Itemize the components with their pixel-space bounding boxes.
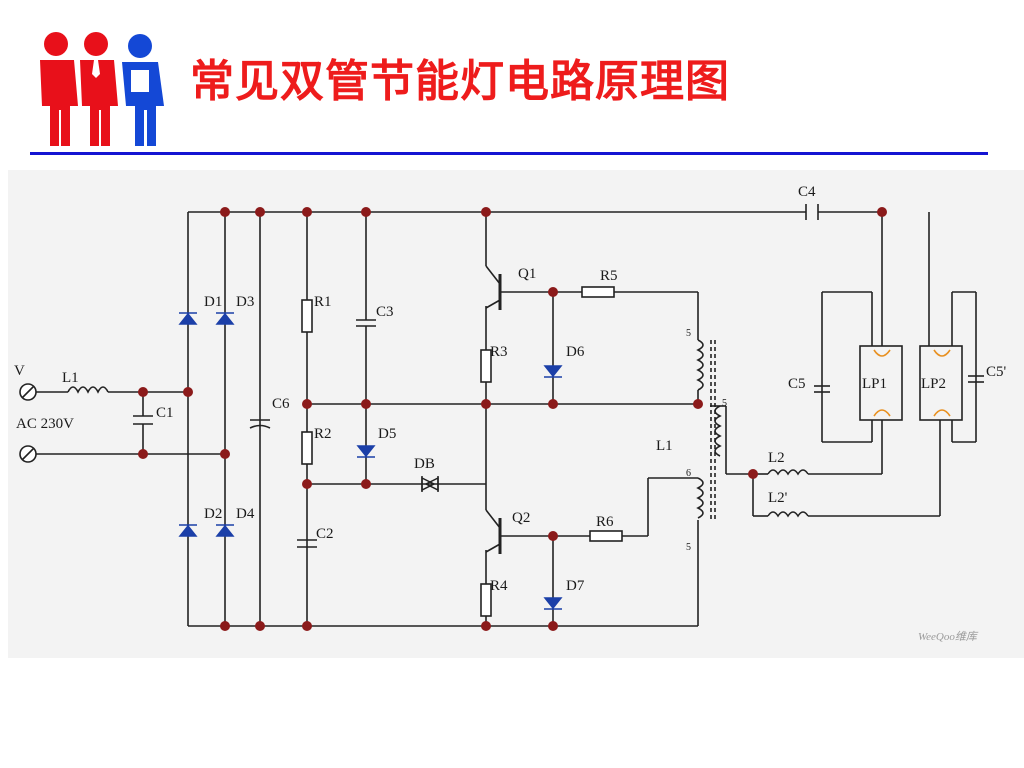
label-r2: R2 xyxy=(314,426,332,442)
resistor-r4 xyxy=(480,583,492,617)
component-labels: V L1 AC 230V C1 D1 D3 D2 D4 C6 R1 C3 R2 … xyxy=(14,184,1007,643)
label-winding-dot-3: 6 xyxy=(686,468,691,479)
resistor-r3 xyxy=(480,349,492,383)
label-q1: Q1 xyxy=(518,266,536,282)
label-c5: C5 xyxy=(788,376,806,392)
label-c2: C2 xyxy=(316,526,334,542)
label-db: DB xyxy=(414,456,435,472)
company-logo xyxy=(40,32,164,146)
label-r4: R4 xyxy=(490,578,508,594)
label-l2-prime: L2' xyxy=(768,490,788,506)
diac-db xyxy=(421,476,439,492)
label-lp2: LP2 xyxy=(921,376,946,392)
diode-d1 xyxy=(178,312,198,325)
resistor-r2 xyxy=(301,431,313,465)
label-r6: R6 xyxy=(596,514,614,530)
label-lp1: LP1 xyxy=(862,376,887,392)
page-title: 常见双管节能灯电路原理图 xyxy=(190,56,730,107)
resistors xyxy=(301,286,623,617)
label-c6: C6 xyxy=(272,396,290,412)
label-winding-dot-1: 5 xyxy=(686,328,691,339)
transistor-q2 xyxy=(485,509,502,554)
label-q2: Q2 xyxy=(512,510,530,526)
label-l1-input: L1 xyxy=(62,370,79,386)
label-l1-transformer: L1 xyxy=(656,438,673,454)
ac-terminals xyxy=(19,383,37,463)
diodes xyxy=(178,312,563,610)
resistor-r5 xyxy=(581,286,615,298)
transistors xyxy=(485,265,502,554)
label-v: V xyxy=(14,363,25,379)
label-r5: R5 xyxy=(600,268,618,284)
transistor-q1 xyxy=(485,265,502,310)
person-icon-right xyxy=(122,34,164,146)
label-c3: C3 xyxy=(376,304,394,320)
watermark: WeeQoo维库 xyxy=(918,630,979,643)
label-winding-dot-4: 5 xyxy=(686,542,691,553)
diode-d6 xyxy=(543,365,563,378)
person-icon-middle xyxy=(80,32,118,146)
label-ac-input: AC 230V xyxy=(16,416,74,432)
resistor-r1 xyxy=(301,299,313,333)
wires xyxy=(36,204,984,627)
circuit-schematic: V L1 AC 230V C1 D1 D3 D2 D4 C6 R1 C3 R2 … xyxy=(8,170,1024,658)
schematic-background xyxy=(8,170,1024,658)
diode-d4 xyxy=(215,524,235,537)
label-l2: L2 xyxy=(768,450,785,466)
label-d7: D7 xyxy=(566,578,585,594)
resistor-r6 xyxy=(589,530,623,542)
person-icon-left xyxy=(40,32,78,146)
label-d5: D5 xyxy=(378,426,396,442)
label-c1: C1 xyxy=(156,405,174,421)
label-d6: D6 xyxy=(566,344,585,360)
diode-d5 xyxy=(356,445,376,458)
label-d3: D3 xyxy=(236,294,254,310)
label-d2: D2 xyxy=(204,506,222,522)
label-r1: R1 xyxy=(314,294,332,310)
label-d4: D4 xyxy=(236,506,255,522)
label-c4: C4 xyxy=(798,184,816,200)
label-r3: R3 xyxy=(490,344,508,360)
title-divider xyxy=(30,152,988,155)
junction-dots xyxy=(138,207,887,631)
label-c5-prime: C5' xyxy=(986,364,1007,380)
label-d1: D1 xyxy=(204,294,222,310)
diode-d3 xyxy=(215,312,235,325)
diode-d7 xyxy=(543,597,563,610)
diode-d2 xyxy=(178,524,198,537)
label-winding-dot-2: 5 xyxy=(722,398,727,409)
